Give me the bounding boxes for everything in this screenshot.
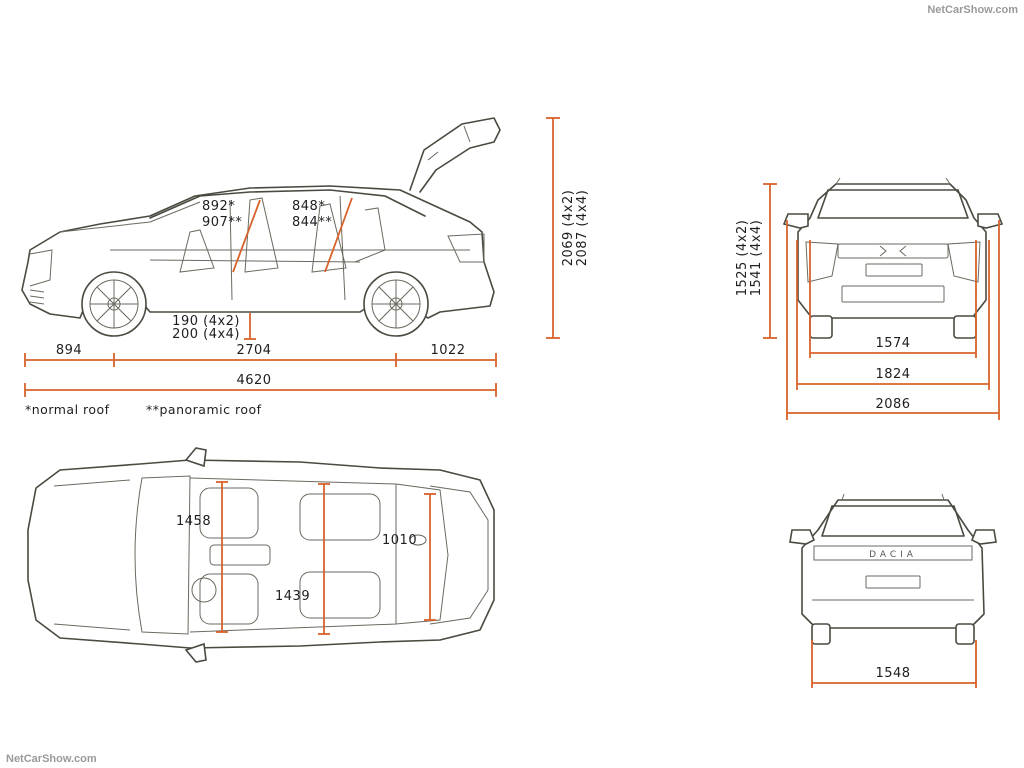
width-without-mirrors-label: 1824 (875, 367, 910, 382)
front-dimension-labels: 1525 (4x2) 1541 (4x4) 1574 1824 2086 (735, 220, 910, 412)
rear-dimension-labels: 1548 (875, 666, 910, 681)
front-headroom-normal-label: 892* (202, 199, 235, 214)
top-dimension-lines (216, 481, 436, 635)
front-view-car (782, 177, 1004, 339)
rear-elbow-width-label: 1439 (275, 589, 310, 604)
front-track-label: 1574 (875, 336, 910, 351)
front-dimension-lines (763, 183, 1000, 420)
rear-overhang-label: 1022 (430, 343, 465, 358)
rear-dimension-lines (811, 640, 977, 688)
rear-badge: DACIA (869, 550, 917, 560)
front-height-4x2-label: 1525 (4x2) (735, 220, 750, 297)
side-dimension-labels: 894 2704 1022 4620 190 (4x2) 200 (4x4) 8… (25, 190, 590, 417)
front-overhang-label: 894 (56, 343, 82, 358)
top-dimension-labels: 1458 1439 1010 (176, 514, 417, 604)
overall-length-label: 4620 (236, 373, 271, 388)
rear-view-car: DACIA (789, 493, 997, 645)
width-with-mirrors-label: 2086 (875, 397, 910, 412)
watermark-top: NetCarShow.com (927, 4, 1018, 16)
ground-clearance-4x2-label: 190 (4x2) (172, 314, 240, 329)
front-headroom-panoramic-label: 907** (202, 215, 242, 230)
watermark-bottom: NetCarShow.com (6, 753, 97, 765)
side-dimension-lines (24, 117, 560, 397)
panoramic-roof-note: **panoramic roof (146, 402, 262, 417)
height-4x2-label: 2069 (4x2) (561, 190, 576, 267)
rear-headroom-panoramic-label: 844** (292, 215, 332, 230)
ground-clearance-4x4-label: 200 (4x4) (172, 327, 240, 342)
normal-roof-note: *normal roof (25, 402, 110, 417)
front-height-4x4-label: 1541 (4x4) (749, 220, 764, 297)
side-view-car (21, 117, 501, 337)
front-elbow-width-label: 1458 (176, 514, 211, 529)
height-4x4-label: 2087 (4x4) (575, 190, 590, 267)
wheelbase-label: 2704 (236, 343, 271, 358)
rear-track-label: 1548 (875, 666, 910, 681)
top-view-car (27, 447, 495, 663)
rear-headroom-normal-label: 848* (292, 199, 325, 214)
trunk-width-label: 1010 (382, 533, 417, 548)
